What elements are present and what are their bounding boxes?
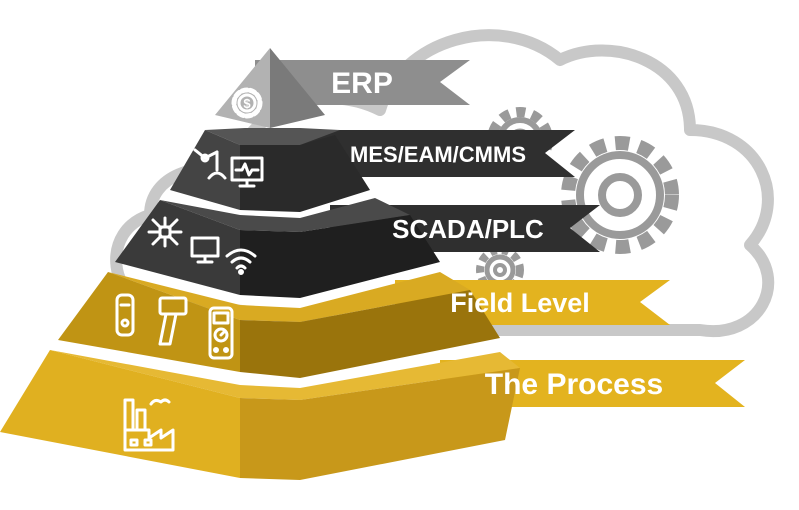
level-label-scada: SCADA/PLC xyxy=(392,214,544,244)
tier-erp xyxy=(215,48,325,128)
level-label-erp: ERP xyxy=(331,67,393,100)
network-hub-icon xyxy=(147,216,183,248)
wifi-icon xyxy=(225,248,257,275)
pyramid xyxy=(0,48,520,480)
svg-text:$: $ xyxy=(243,96,251,111)
tier-mes xyxy=(170,128,370,212)
banner-labels: ERP MES/EAM/CMMS SCADA/PLC Field Level T… xyxy=(331,67,663,401)
robot-arm-icon xyxy=(193,148,227,180)
icons: $ xyxy=(115,87,264,452)
level-label-process: The Process xyxy=(485,368,663,401)
level-label-mes: MES/EAM/CMMS xyxy=(350,142,526,167)
tier-scada xyxy=(115,198,440,298)
gas-detector-icon xyxy=(115,293,135,337)
tier-process xyxy=(0,350,520,480)
factory-icon xyxy=(123,398,175,452)
money-gear-icon: $ xyxy=(231,87,263,119)
computer-monitor-icon xyxy=(190,236,220,264)
banner-mes xyxy=(285,130,575,177)
level-label-field: Field Level xyxy=(450,288,590,318)
thermal-gun-icon xyxy=(158,296,188,346)
monitor-icon xyxy=(230,156,264,188)
gear-large-icon xyxy=(561,136,679,254)
gears-group xyxy=(476,107,679,294)
banner-erp xyxy=(255,60,470,105)
multimeter-icon xyxy=(208,306,234,360)
